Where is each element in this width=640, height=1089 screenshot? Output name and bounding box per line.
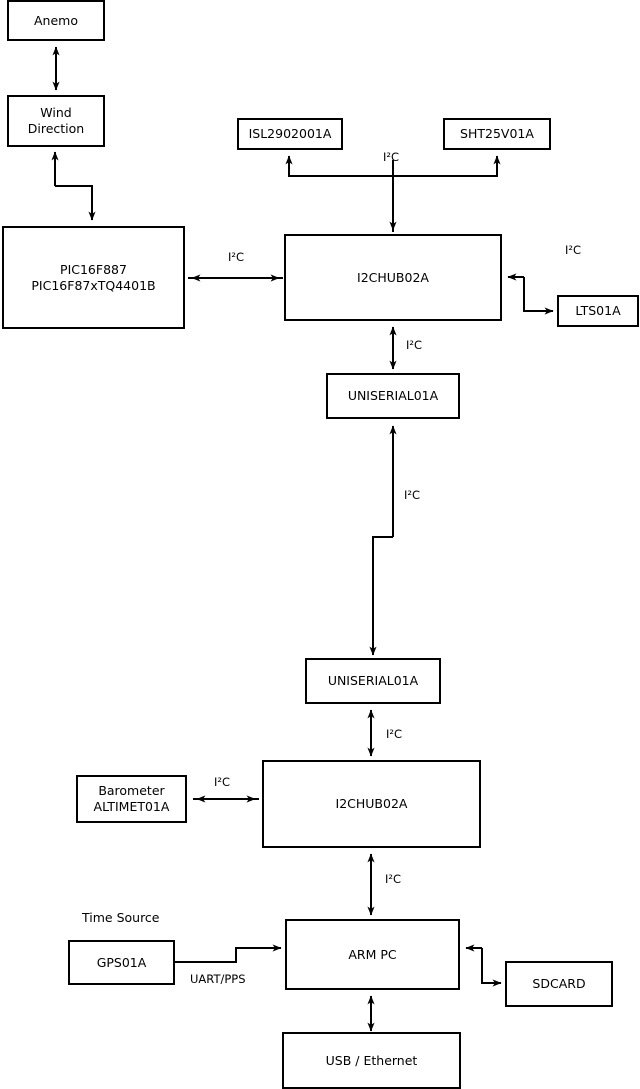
node-isl2902001a-label: ISL2902001A (248, 126, 332, 142)
edge-label-hub-lts: I²C (565, 243, 582, 257)
node-i2chub02a-top-label: I2CHUB02A (357, 269, 429, 285)
wire-gps-to-armpc (175, 944, 282, 963)
node-sht25v01a[interactable]: SHT25V01A (443, 118, 551, 150)
edge-label-pic-hub: I²C (228, 250, 245, 264)
node-uniserial01a-upper-label: UNISERIAL01A (347, 388, 439, 404)
node-barometer-altimet01a-label: Barometer ALTIMET01A (93, 783, 170, 814)
node-lts01a-label: LTS01A (575, 303, 621, 319)
node-sdcard-label: SDCARD (532, 976, 586, 992)
node-lts01a[interactable]: LTS01A (557, 295, 639, 327)
edge-label-uniserial-link: I²C (404, 488, 421, 502)
node-wind-direction[interactable]: Wind Direction (7, 95, 105, 147)
node-anemo[interactable]: Anemo (7, 0, 105, 41)
wire-bus-to-sht (393, 155, 501, 177)
edge-label-hub-uniserial-up: I²C (406, 338, 423, 352)
edge-label-uniserial-dn-hub: I²C (386, 727, 403, 741)
edge-label-gps-armpc: UART/PPS (190, 972, 246, 986)
node-i2chub02a-top[interactable]: I2CHUB02A (284, 234, 502, 321)
label-time-source: Time Source (82, 910, 160, 925)
wire-pic-to-wind-down (55, 185, 96, 221)
node-pic-microcontroller[interactable]: PIC16F887 PIC16F87xTQ4401B (2, 226, 185, 329)
node-arm-pc[interactable]: ARM PC (285, 919, 460, 990)
node-uniserial01a-lower[interactable]: UNISERIAL01A (305, 658, 441, 704)
node-i2chub02a-bottom-label: I2CHUB02A (335, 796, 408, 812)
node-isl2902001a[interactable]: ISL2902001A (237, 118, 343, 150)
node-arm-pc-label: ARM PC (348, 946, 397, 962)
node-usb-ethernet[interactable]: USB / Ethernet (282, 1032, 461, 1089)
edge-label-bus-top: I²C (383, 150, 400, 164)
node-gps01a[interactable]: GPS01A (68, 940, 175, 985)
node-i2chub02a-bottom[interactable]: I2CHUB02A (262, 760, 481, 848)
edge-label-hub-armpc: I²C (385, 872, 402, 886)
node-sht25v01a-label: SHT25V01A (460, 126, 534, 142)
node-pic-microcontroller-label: PIC16F887 PIC16F87xTQ4401B (31, 261, 156, 293)
wire-bus-to-isl (285, 155, 394, 232)
wire-hub-to-lts (523, 277, 554, 315)
node-barometer-altimet01a[interactable]: Barometer ALTIMET01A (76, 775, 187, 823)
edge-label-barometer-hub: I²C (214, 775, 231, 789)
node-uniserial01a-lower-label: UNISERIAL01A (327, 673, 419, 689)
node-usb-ethernet-label: USB / Ethernet (325, 1052, 418, 1068)
wire-armpc-to-sdcard (481, 948, 502, 987)
node-uniserial01a-upper[interactable]: UNISERIAL01A (326, 373, 460, 419)
node-wind-direction-label: Wind Direction (27, 105, 85, 136)
node-gps01a-label: GPS01A (96, 954, 147, 970)
node-anemo-label: Anemo (34, 12, 78, 28)
node-sdcard[interactable]: SDCARD (505, 961, 613, 1007)
wire-uniserial-link-down (369, 536, 393, 656)
